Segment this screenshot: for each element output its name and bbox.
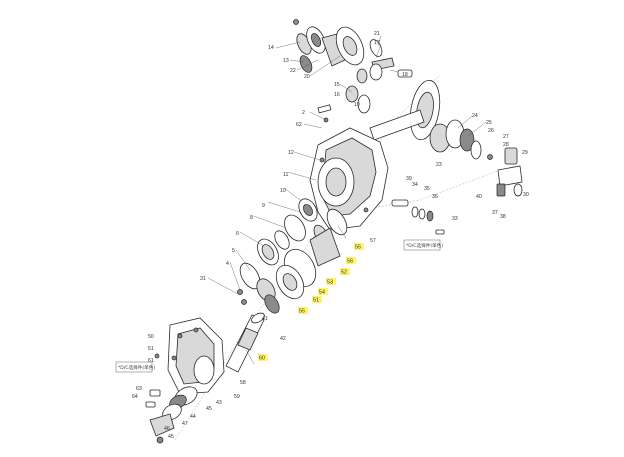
- callout-37: 37: [492, 210, 498, 216]
- callout-5: 5: [232, 248, 235, 254]
- callout-41: 42: [280, 336, 286, 342]
- callout-53-highlight: 53: [327, 280, 333, 286]
- highlighted-callouts: 55 56 52 53 54 51 55 60: [258, 243, 364, 362]
- callout-42: 43: [216, 400, 222, 406]
- callout-34: 34: [412, 182, 418, 188]
- callout-47: 47: [182, 421, 188, 427]
- main-housing: [309, 127, 445, 235]
- callout-19: 19: [354, 102, 360, 108]
- callout-24: 24: [472, 113, 478, 119]
- callout-58: 58: [240, 380, 246, 386]
- callout-55b-highlight: 55: [299, 309, 305, 315]
- callout-4: 4: [226, 261, 229, 267]
- callout-46: 46: [164, 426, 170, 432]
- callout-26: 26: [488, 128, 494, 134]
- callout-64: 64: [132, 394, 138, 400]
- callout-12: 12: [288, 150, 294, 156]
- callout-23: 23: [436, 162, 442, 168]
- callout-62: 62: [296, 122, 302, 128]
- callout-27: 27: [503, 134, 509, 140]
- callout-21: 21: [374, 31, 380, 37]
- callout-57: 57: [370, 238, 376, 244]
- callout-9: 9: [262, 203, 265, 209]
- note-right: *D/C选择件(单色): [403, 239, 443, 251]
- top-differential-group: [293, 19, 413, 114]
- callout-35: 35: [424, 186, 430, 192]
- callout-38: 38: [500, 214, 506, 220]
- callout-31: 31: [200, 276, 206, 282]
- callout-13: 13: [283, 58, 289, 64]
- callout-50: 50: [148, 334, 154, 340]
- callout-56-highlight: 56: [347, 259, 353, 265]
- callout-55-highlight: 55: [355, 245, 361, 251]
- note-left: *D/C选择件(单色): [115, 361, 155, 373]
- ring-gear-group: [317, 79, 523, 197]
- callout-14: 14: [268, 45, 274, 51]
- note-right-text: *D/C选择件(单色): [406, 242, 443, 249]
- callout-11: 11: [283, 172, 288, 178]
- callout-18: 18: [402, 72, 408, 78]
- callout-28: 28: [503, 142, 509, 148]
- callout-10: 10: [280, 188, 286, 194]
- callout-63: 63: [136, 386, 142, 392]
- callout-40-left: 41: [262, 316, 268, 322]
- callout-30: 30: [523, 192, 529, 198]
- callout-61: 61: [148, 358, 154, 364]
- callout-60-highlight: 60: [259, 356, 265, 362]
- callout-45: 45: [168, 434, 174, 440]
- callout-labels: 14 13 22 20 15 21 17 18 16 19 2 62 24 25…: [132, 31, 529, 440]
- callout-15: 15: [334, 82, 340, 88]
- callout-8: 8: [250, 215, 253, 221]
- callout-51: 51: [148, 346, 154, 352]
- callout-52-highlight: 52: [341, 270, 347, 276]
- callout-22: 22: [290, 68, 296, 74]
- callout-44: 45: [206, 406, 212, 412]
- callout-51-highlight: 51: [313, 298, 319, 304]
- note-left-text: *D/C选择件(单色): [118, 364, 155, 371]
- leader-lines: [207, 35, 487, 365]
- callout-17: 17: [374, 40, 380, 46]
- bottom-cover: [145, 317, 225, 444]
- callout-43: 44: [190, 414, 196, 420]
- callout-29: 29: [522, 150, 528, 156]
- callout-16: 16: [334, 92, 340, 98]
- callout-39: 39: [406, 176, 412, 182]
- callout-20: 20: [304, 74, 310, 80]
- middle-bearing-stack: [237, 198, 348, 314]
- callout-54-highlight: 54: [319, 290, 325, 296]
- callout-6: 6: [236, 231, 239, 237]
- callout-36: 36: [432, 194, 438, 200]
- callout-33: 33: [452, 216, 458, 222]
- callout-25: 25: [486, 120, 492, 126]
- callout-59: 59: [234, 394, 240, 400]
- callout-40-right: 40: [476, 194, 482, 200]
- output-shaft: [225, 312, 265, 373]
- callout-2: 2: [302, 110, 305, 116]
